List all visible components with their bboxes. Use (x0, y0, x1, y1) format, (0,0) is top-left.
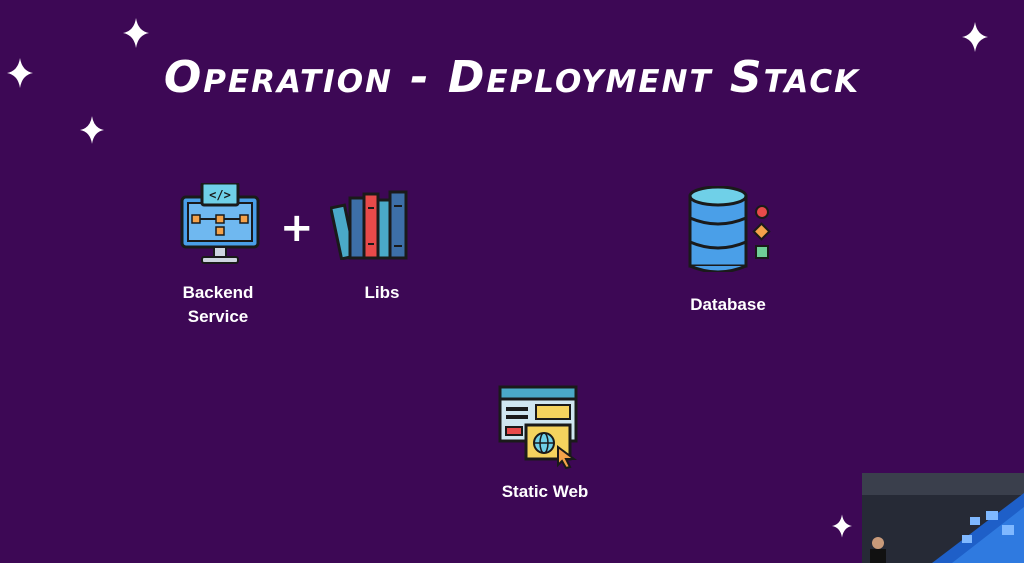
sparkle-icon (832, 514, 852, 538)
web-browser-globe-icon (498, 385, 578, 469)
webcam-overlay (862, 473, 1024, 563)
sparkle-icon (80, 116, 104, 144)
database-icon (688, 186, 771, 272)
plus-sign: + (280, 205, 314, 251)
sparkle-icon (962, 22, 988, 52)
sparkle-icon (123, 18, 149, 48)
webcam-overlay-icon (862, 473, 1024, 563)
backend-label-line2: Service (187, 307, 249, 326)
slide-title: Operation - Deployment Stack (163, 52, 861, 103)
database-label: Database (690, 295, 766, 314)
static-web-label: Static Web (501, 482, 589, 501)
monitor-code-icon: </> (180, 183, 260, 264)
backend-service-label: Backend Service (160, 281, 276, 329)
books-icon (330, 190, 408, 260)
svg-text:</>: </> (209, 188, 231, 202)
backend-label-line1: Backend (182, 283, 254, 302)
libs-label: Libs (364, 283, 400, 302)
sparkle-icon (7, 58, 33, 88)
